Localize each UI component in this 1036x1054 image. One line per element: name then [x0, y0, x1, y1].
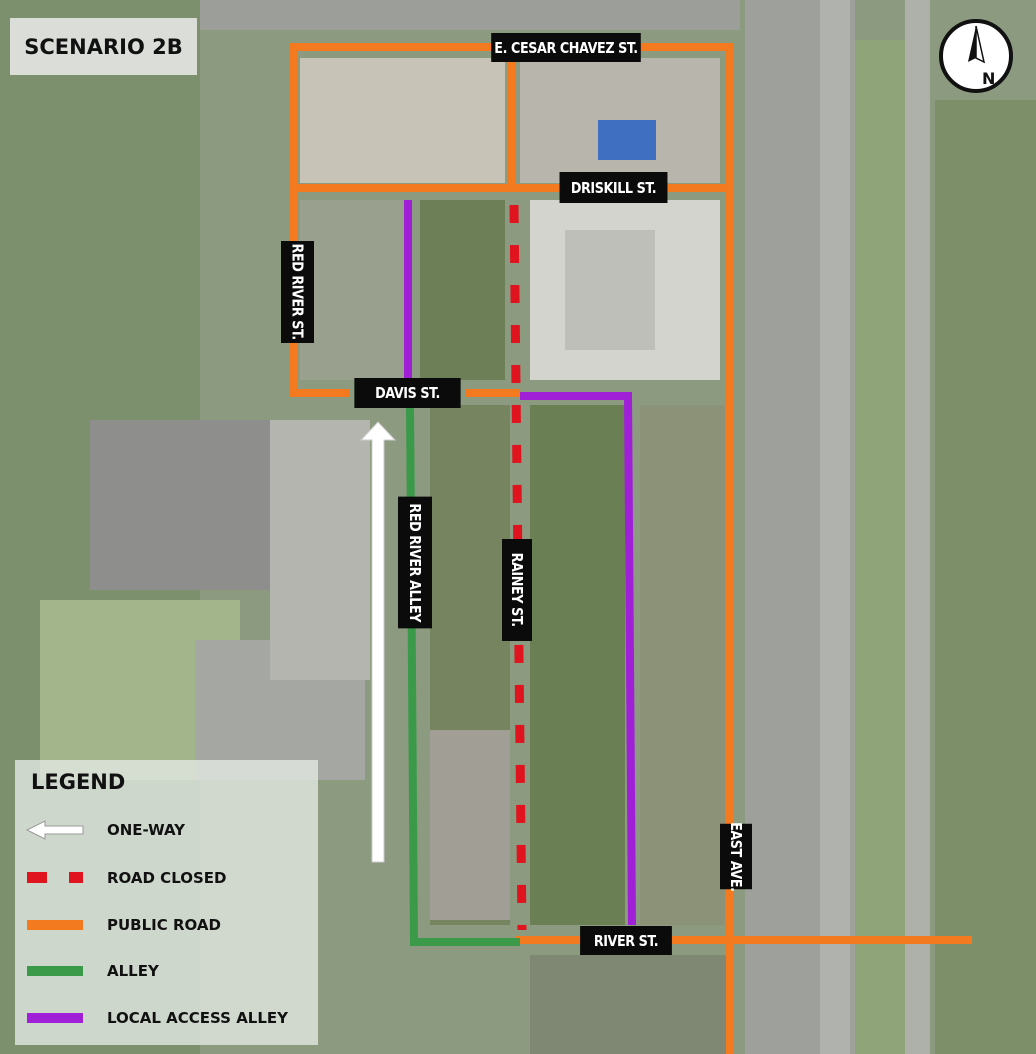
apartment-complex — [90, 420, 270, 590]
one-way-arrow — [359, 421, 397, 863]
legend: LEGEND ONE-WAY ROAD CLOSED PUBLIC ROAD A… — [15, 760, 318, 1045]
legend-item-one-way: ONE-WAY — [25, 815, 185, 845]
blue-roof-building — [598, 120, 656, 160]
highway-median — [855, 40, 905, 1054]
road-red-river — [290, 43, 349, 397]
legend-label: PUBLIC ROAD — [107, 916, 221, 934]
legend-item-local-access-alley: LOCAL ACCESS ALLEY — [25, 1003, 288, 1033]
north-compass-icon: N — [938, 18, 1014, 94]
label-driskill: DRISKILL ST. — [559, 172, 668, 203]
trees-block — [420, 200, 505, 380]
city-block — [200, 0, 740, 30]
one-way-arrow-icon — [25, 820, 85, 840]
label-east-ave: EAST AVE. — [720, 822, 752, 891]
south-block — [530, 955, 730, 1054]
east-block — [640, 405, 725, 925]
block — [300, 200, 405, 380]
local-access-alley-swatch — [25, 1008, 85, 1028]
alley-local-east — [520, 392, 636, 926]
construction-site — [430, 730, 510, 920]
alley-swatch — [25, 961, 85, 981]
hotel-block — [270, 420, 370, 680]
public-road-swatch — [25, 915, 85, 935]
local-access-alleys — [404, 200, 636, 926]
legend-item-public-road: PUBLIC ROAD — [25, 910, 221, 940]
label-rainey: RAINEY ST. — [502, 539, 532, 641]
legend-label: LOCAL ACCESS ALLEY — [107, 1009, 289, 1027]
label-red-river: RED RIVER ST. — [281, 241, 314, 343]
legend-item-alley: ALLEY — [25, 956, 159, 986]
rainey-east-block — [530, 405, 625, 925]
compass-label: N — [982, 69, 995, 88]
legend-title: LEGEND — [31, 770, 126, 794]
label-river: RIVER ST. — [580, 926, 672, 955]
legend-item-road-closed: ROAD CLOSED — [25, 863, 226, 893]
building-roof — [565, 230, 655, 350]
legend-label: ONE-WAY — [107, 821, 186, 839]
scenario-title: SCENARIO 2B — [10, 18, 197, 75]
highway-lanes — [820, 0, 850, 1054]
label-red-river-alley: RED RIVER ALLEY — [398, 496, 432, 629]
label-davis: DAVIS ST. — [354, 378, 461, 408]
neighborhood-east — [935, 100, 1036, 1054]
legend-label: ROAD CLOSED — [107, 869, 227, 887]
road-closed-swatch — [25, 868, 85, 888]
highway-right — [905, 0, 930, 1054]
legend-label: ALLEY — [107, 962, 159, 980]
parking-lot-north — [300, 58, 505, 183]
label-cesar-chavez: E. CESAR CHAVEZ ST. — [491, 33, 641, 62]
